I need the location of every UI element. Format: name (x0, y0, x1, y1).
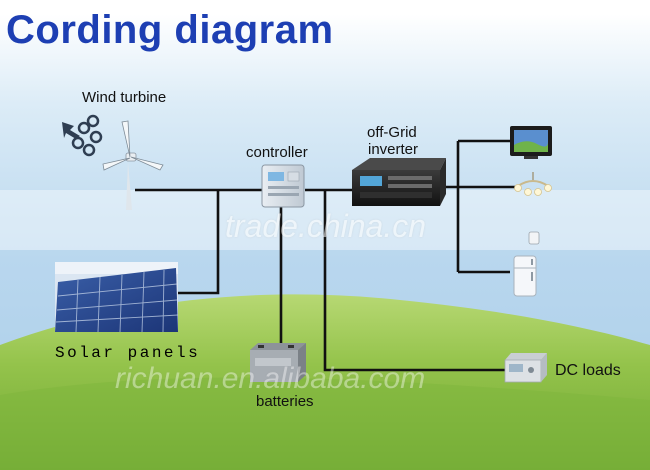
tv-icon (510, 126, 552, 159)
label-solar-panels: Solar panels (55, 344, 201, 362)
wire-solar-controller (178, 190, 220, 295)
wire-controller-dcloads (323, 190, 505, 372)
label-controller: controller (246, 144, 308, 161)
controller-icon (261, 164, 305, 208)
label-batteries: batteries (256, 393, 314, 410)
lamp-icon (514, 172, 552, 196)
refrigerator-icon (513, 255, 537, 297)
page-title: Cording diagram (6, 8, 334, 52)
wind-symbol-icon (62, 114, 103, 157)
battery-icon (250, 343, 306, 382)
watermark-bottom: richuan.en.alibaba.com (115, 362, 426, 395)
label-wind-turbine: Wind turbine (82, 89, 167, 106)
solar-panel-image (55, 262, 179, 333)
label-dc-loads: DC loads (555, 362, 621, 379)
watermark-center: trade.china.cn (225, 208, 427, 244)
label-inverter-line2: inverter (368, 141, 419, 158)
dc-loads-icon (504, 353, 547, 383)
wiring (135, 139, 515, 372)
label-inverter-line1: off-Grid (367, 124, 417, 141)
inverter-icon (352, 158, 446, 206)
small-appliance-icon (528, 231, 540, 245)
wind-turbine-icon (102, 120, 164, 210)
grass-front (0, 377, 650, 470)
